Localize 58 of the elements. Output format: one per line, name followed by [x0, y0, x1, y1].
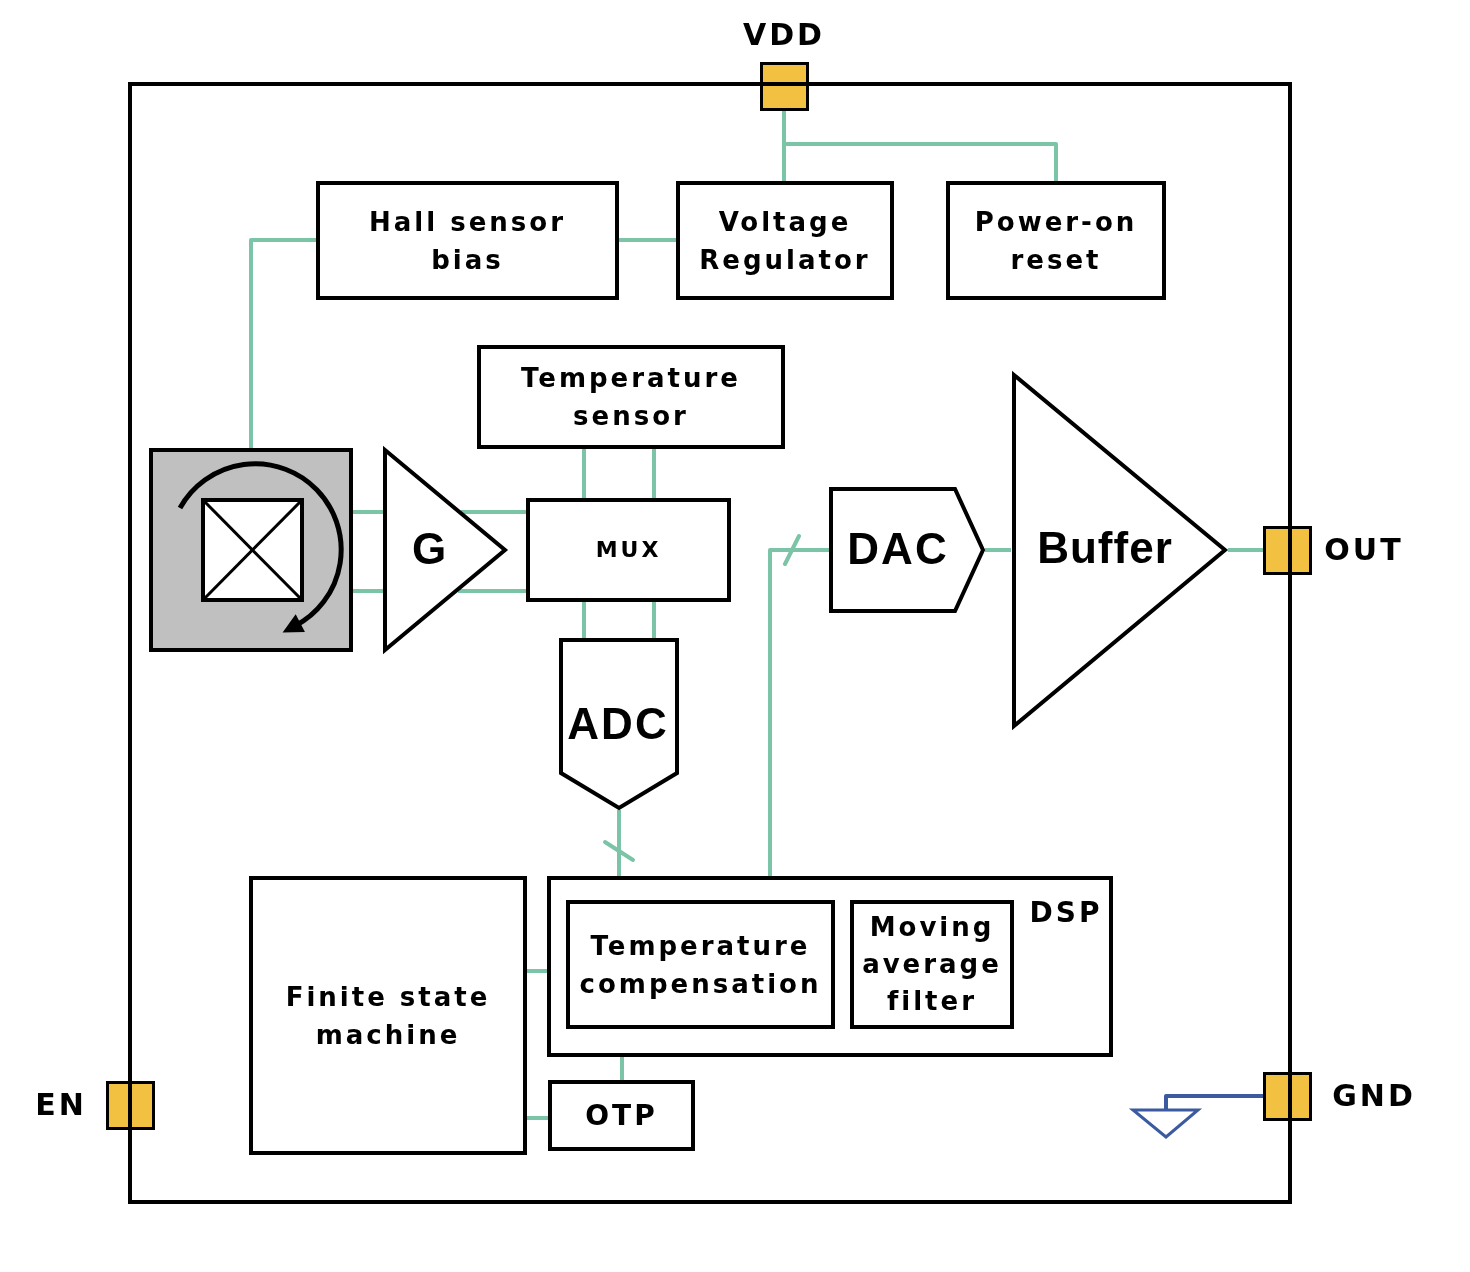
pin-label: EN	[35, 1087, 87, 1123]
function-block	[547, 876, 1113, 1057]
connector-line	[249, 238, 316, 448]
block-label: Temperature compensation	[579, 929, 822, 1001]
connector-line	[527, 969, 547, 973]
connector-line	[527, 1116, 548, 1120]
block-label: G	[411, 524, 447, 574]
function-block	[676, 181, 894, 300]
connector-line	[458, 589, 526, 593]
block-label: Voltage Regulator	[699, 205, 871, 277]
block-label: MUX	[595, 536, 662, 564]
block-label: Moving average filter	[862, 911, 1002, 1018]
function-block	[566, 900, 835, 1029]
ground-symbol	[1131, 1108, 1200, 1139]
connector-line	[619, 238, 676, 242]
connector-line	[353, 510, 383, 514]
converter-pentagon	[829, 487, 985, 613]
function-block	[526, 498, 731, 602]
connector-line	[652, 449, 656, 498]
function-block	[249, 876, 527, 1155]
pin-label: GND	[1332, 1078, 1416, 1114]
function-block	[477, 345, 785, 449]
block-label: ADC	[567, 699, 669, 749]
connector-line	[620, 1057, 624, 1080]
block-label: Buffer	[1037, 523, 1173, 573]
connector-line	[461, 510, 526, 514]
block-label: OTP	[585, 1098, 658, 1133]
pin-label: VDD	[743, 17, 825, 53]
connector-line	[603, 810, 635, 876]
function-block	[548, 1080, 695, 1151]
block-label: Finite state machine	[285, 980, 491, 1052]
block-label: Temperature sensor	[520, 362, 742, 433]
connector-line	[582, 449, 586, 498]
connector-line	[1228, 548, 1263, 552]
pin-pad	[106, 1081, 155, 1130]
connector-line	[782, 111, 1058, 181]
connector-line	[985, 548, 1011, 552]
block-label: DAC	[847, 524, 949, 574]
function-block	[850, 900, 1014, 1029]
amplifier-triangle	[1011, 372, 1228, 729]
connector-line	[652, 602, 656, 638]
converter-pentagon	[559, 638, 679, 810]
connector-line	[582, 602, 586, 638]
function-block	[316, 181, 619, 300]
chip-outline	[128, 82, 1292, 1204]
block-label: Hall sensor bias	[369, 205, 566, 277]
pin-label: OUT	[1324, 532, 1404, 568]
group-heading: DSP	[1029, 896, 1103, 930]
connector-line	[768, 534, 829, 876]
hall-plate-symbol	[149, 448, 353, 652]
amplifier-triangle	[383, 448, 507, 652]
connector-line	[1164, 1094, 1263, 1109]
pin-pad	[760, 62, 809, 111]
function-block	[946, 181, 1166, 300]
pin-pad	[1263, 1072, 1312, 1121]
pin-pad	[1263, 526, 1312, 575]
connector-line	[353, 589, 383, 593]
block-label: Power-on reset	[974, 205, 1138, 277]
